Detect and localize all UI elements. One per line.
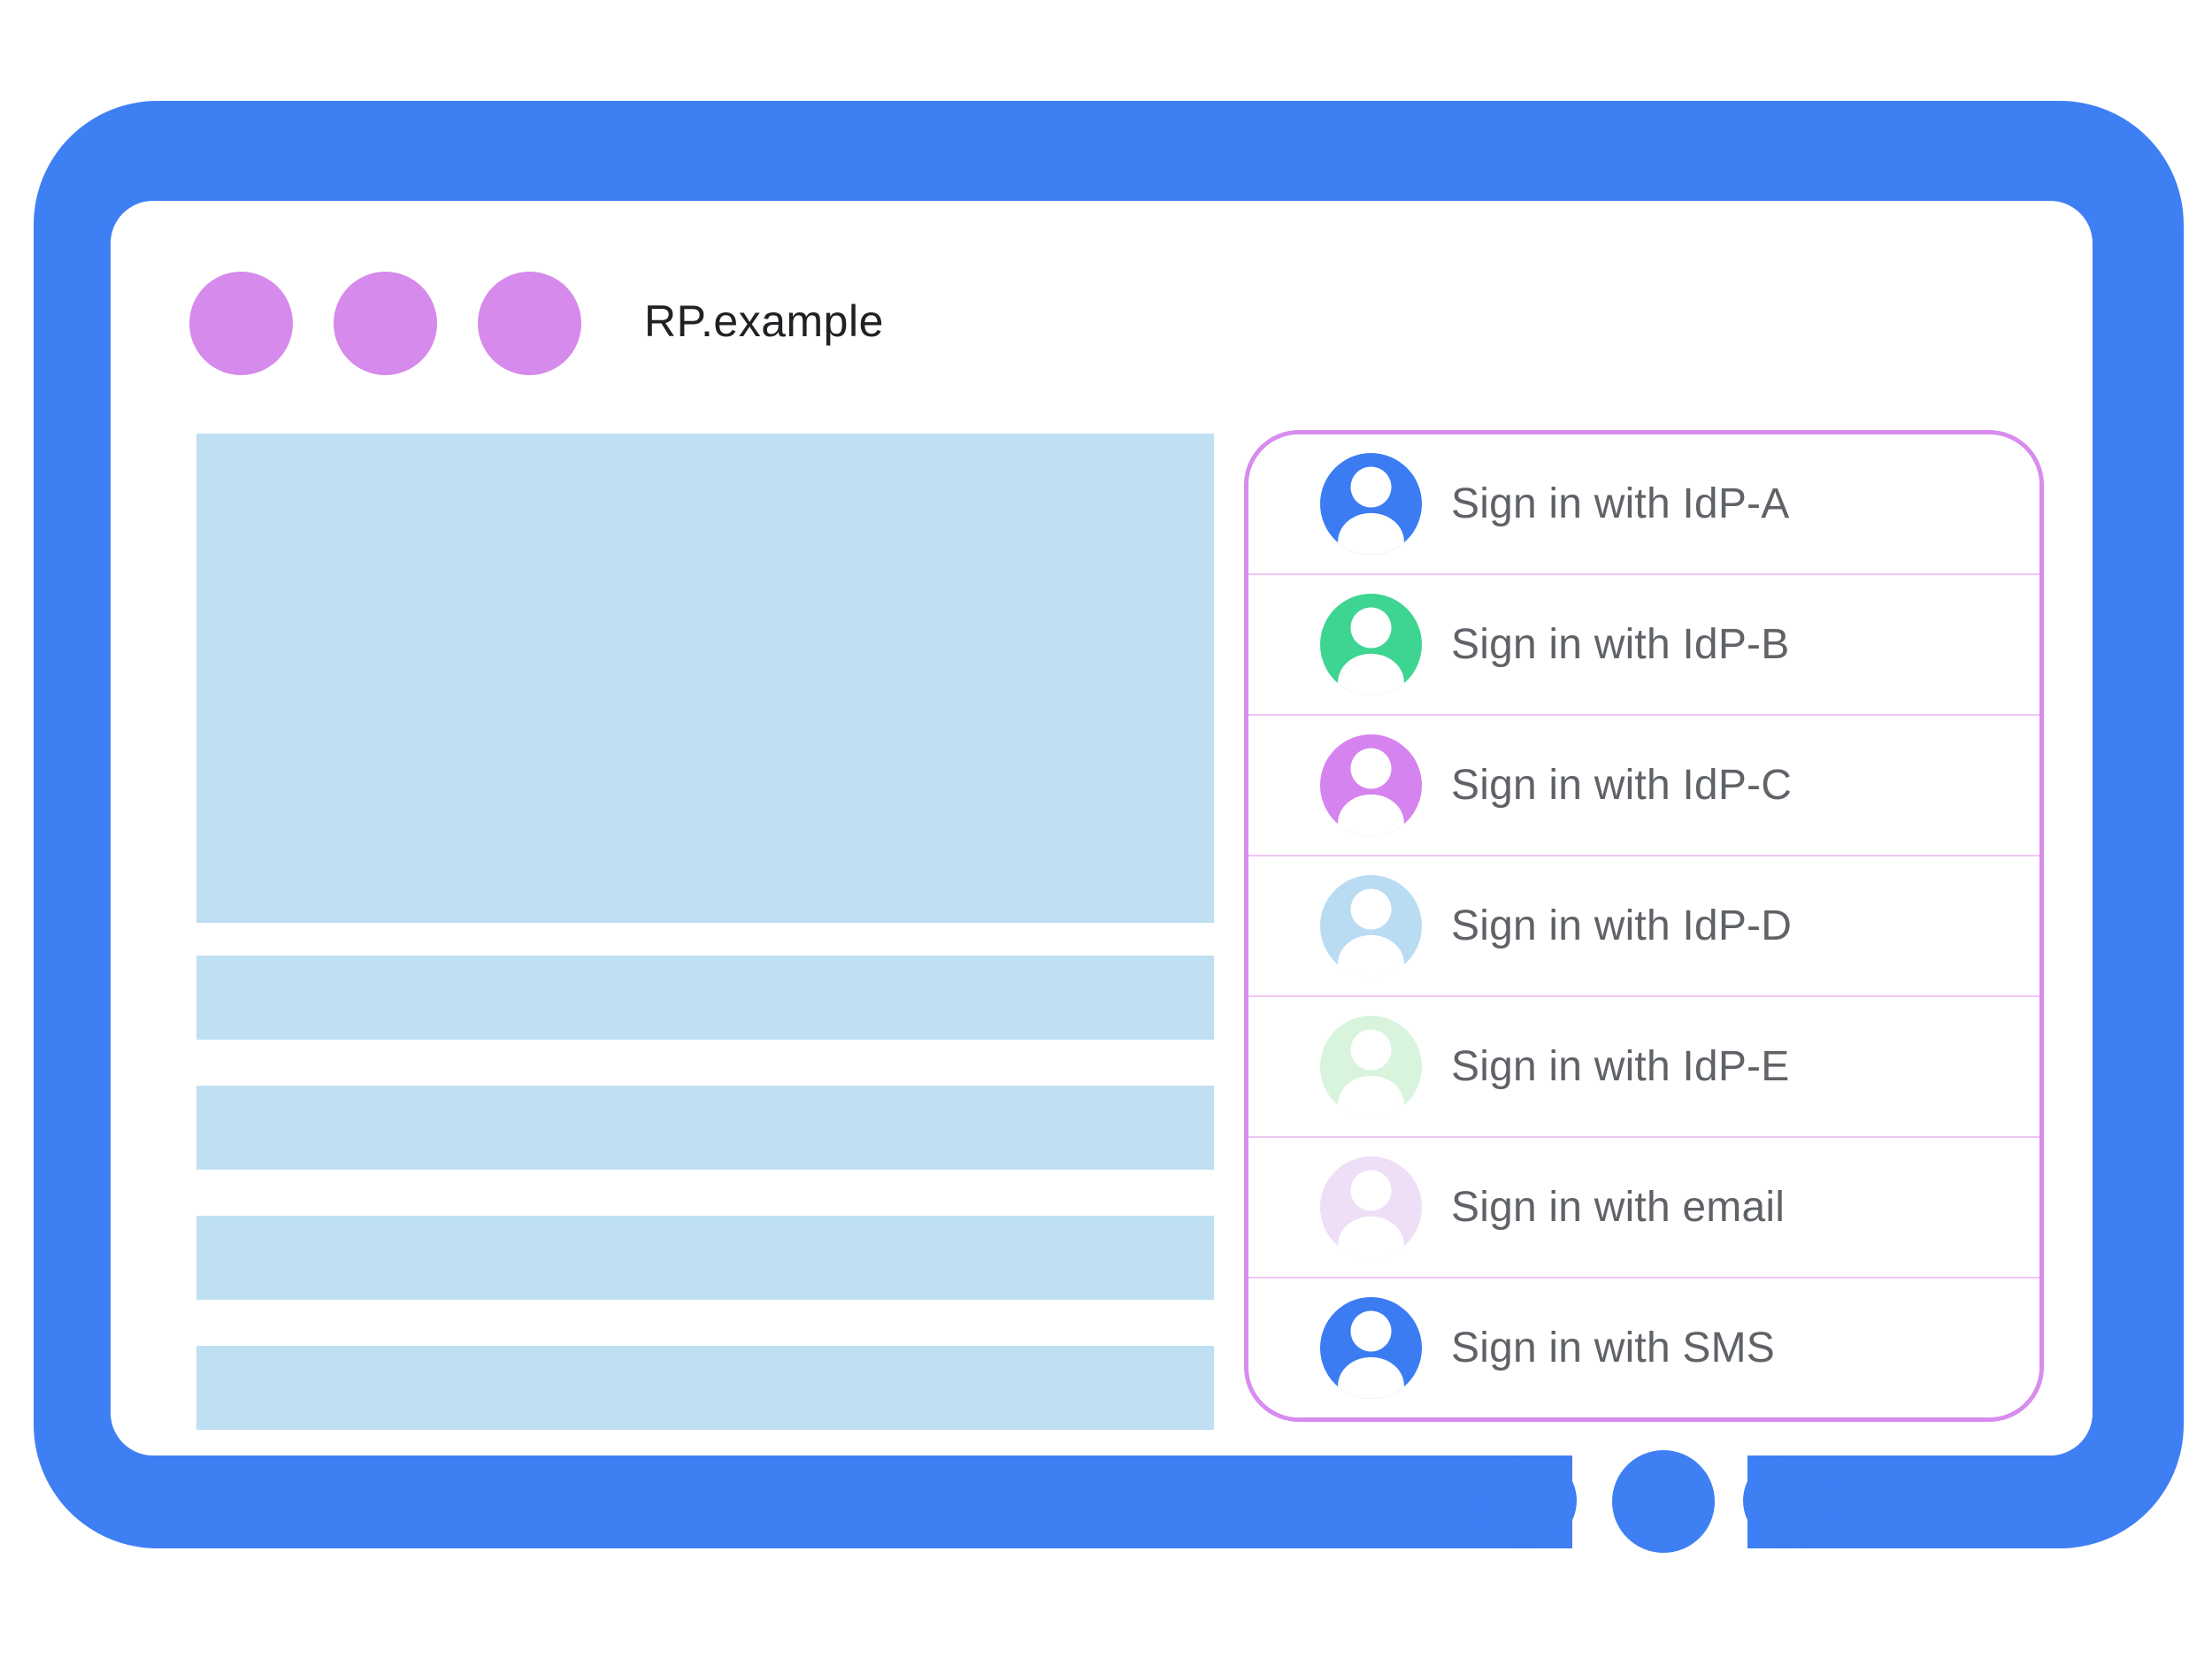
sign-in-option-label: Sign in with IdP-D — [1451, 902, 1793, 949]
user-avatar-icon — [1320, 453, 1422, 555]
sign-in-option-idp-a[interactable]: Sign in with IdP-A — [1248, 434, 2039, 573]
content-placeholder-hero — [196, 434, 1214, 923]
sign-in-option-idp-e[interactable]: Sign in with IdP-E — [1248, 995, 2039, 1136]
content-placeholder-line — [196, 1216, 1214, 1300]
window-controls — [189, 272, 581, 375]
user-avatar-icon — [1320, 734, 1422, 836]
sign-in-option-label: Sign in with email — [1451, 1184, 1786, 1231]
user-avatar-icon — [1320, 1156, 1422, 1258]
sign-in-option-label: Sign in with IdP-B — [1451, 621, 1790, 668]
sign-in-option-idp-d[interactable]: Sign in with IdP-D — [1248, 855, 2039, 995]
content-placeholder-line — [196, 1086, 1214, 1170]
sign-in-panel: Sign in with IdP-A Sign in with IdP-B Sign… — [1244, 430, 2044, 1422]
sign-in-option-label: Sign in with SMS — [1451, 1325, 1776, 1371]
window-control-dot[interactable] — [478, 272, 581, 375]
sign-in-option-sms[interactable]: Sign in with SMS — [1248, 1277, 2039, 1417]
user-avatar-icon — [1320, 594, 1422, 695]
page-title: RP.example — [644, 296, 884, 346]
sign-in-option-idp-b[interactable]: Sign in with IdP-B — [1248, 573, 2039, 714]
sign-in-option-label: Sign in with IdP-A — [1451, 480, 1790, 527]
device-bottom-bar-left-cap — [1478, 1455, 1577, 1546]
device-bottom-bar-right-cap — [1743, 1455, 1842, 1546]
window-control-dot[interactable] — [189, 272, 293, 375]
sign-in-option-label: Sign in with IdP-E — [1451, 1043, 1790, 1090]
window-control-dot[interactable] — [334, 272, 437, 375]
device-button — [1612, 1450, 1715, 1553]
sign-in-option-idp-c[interactable]: Sign in with IdP-C — [1248, 714, 2039, 855]
sign-in-option-label: Sign in with IdP-C — [1451, 762, 1793, 809]
content-placeholder-line — [196, 1346, 1214, 1430]
user-avatar-icon — [1320, 875, 1422, 977]
user-avatar-icon — [1320, 1016, 1422, 1118]
sign-in-options-list: Sign in with IdP-A Sign in with IdP-B Sign… — [1248, 434, 2039, 1417]
content-placeholder-lines — [196, 956, 1214, 1430]
content-placeholder-line — [196, 956, 1214, 1040]
sign-in-option-email[interactable]: Sign in with email — [1248, 1136, 2039, 1277]
user-avatar-icon — [1320, 1297, 1422, 1399]
